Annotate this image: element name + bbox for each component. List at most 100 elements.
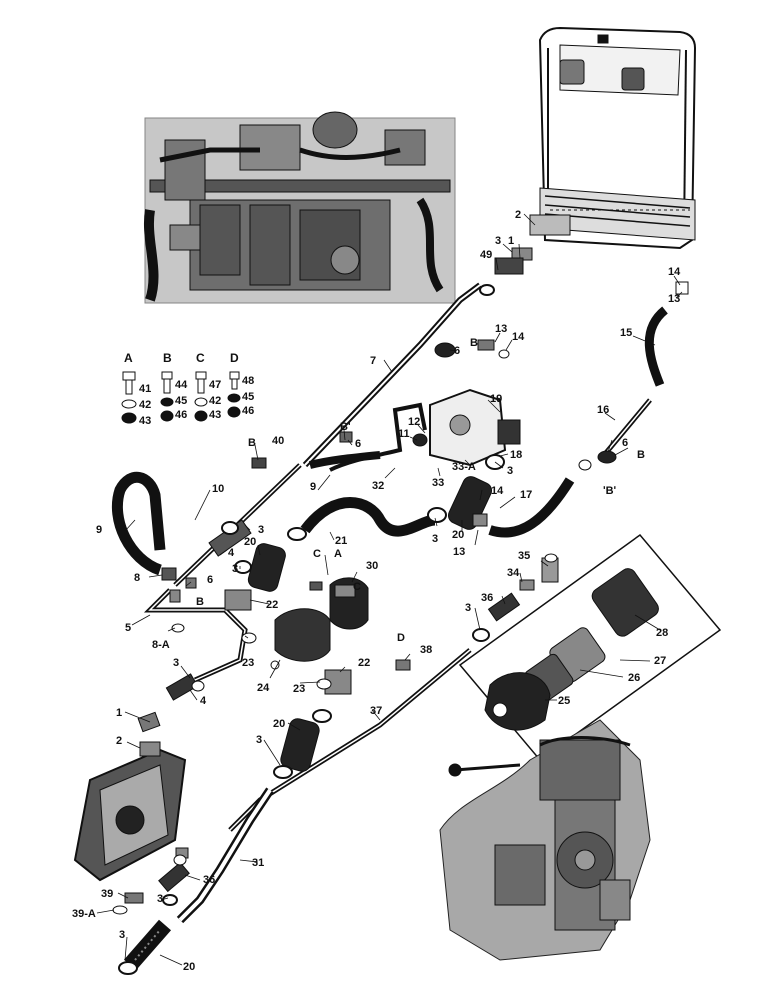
hardware-group-d: D 48 45 46 xyxy=(227,351,254,418)
label-20-b: 20 xyxy=(452,529,464,541)
label-b-d: ʹBʹ xyxy=(603,485,617,497)
leader-lines xyxy=(96,213,683,966)
pump-housing xyxy=(73,711,187,882)
filter-inset xyxy=(458,533,722,762)
label-20-a: 20 xyxy=(244,536,256,548)
bottom-hose-group xyxy=(112,847,190,975)
radiator xyxy=(529,26,697,250)
upper-hose-group xyxy=(300,247,689,538)
label-3-h: 3 xyxy=(256,734,262,746)
callout-labels: 2 1 3 49 14 13 15 7 13 14 6 B 19 16 12 1… xyxy=(72,209,681,973)
label-b-a: B xyxy=(470,337,478,349)
label-6-b: 6 xyxy=(355,438,361,450)
label-3-d: 3 xyxy=(432,533,438,545)
hardware-group-b: B 44 45 46 xyxy=(160,351,188,422)
label-19: 19 xyxy=(490,393,502,405)
part-number-45-d: 45 xyxy=(242,391,254,403)
label-13-a: 13 xyxy=(668,293,680,305)
label-3-i: 3 xyxy=(157,893,163,905)
label-b-e: B xyxy=(637,449,645,461)
label-34: 34 xyxy=(507,567,520,579)
label-31: 31 xyxy=(252,857,264,869)
part-number-43-c: 43 xyxy=(209,409,221,421)
label-35: 35 xyxy=(518,550,530,562)
label-6-c: 6 xyxy=(622,437,628,449)
part-number-43: 43 xyxy=(139,415,151,427)
label-7: 7 xyxy=(370,355,376,367)
label-a-a: A xyxy=(334,548,342,560)
label-b-prime: Bʹ xyxy=(340,421,351,433)
label-20-d: 20 xyxy=(183,961,195,973)
part-number-44: 44 xyxy=(175,379,188,391)
label-17: 17 xyxy=(520,489,532,501)
label-14-c: 14 xyxy=(491,485,504,497)
label-49: 49 xyxy=(480,249,492,261)
label-c-b: C xyxy=(353,581,361,593)
label-38: 38 xyxy=(420,644,432,656)
part-number-45: 45 xyxy=(175,395,187,407)
label-9-b: 9 xyxy=(96,524,102,536)
label-32: 32 xyxy=(372,480,384,492)
label-28: 28 xyxy=(656,627,668,639)
label-b-c: B xyxy=(248,437,256,449)
label-9-a: 9 xyxy=(310,481,316,493)
label-6-a: 6 xyxy=(454,345,460,357)
engine-bottom-photo xyxy=(439,719,651,961)
label-20-c: 20 xyxy=(273,718,285,730)
group-letter-b: B xyxy=(163,351,172,365)
label-39-a: 39-A xyxy=(72,908,96,920)
label-6-d: 6 xyxy=(207,574,213,586)
group-letter-d: D xyxy=(230,351,239,365)
water-pump xyxy=(429,388,521,467)
group-letter-a: A xyxy=(124,351,133,365)
label-13-c: 13 xyxy=(453,546,465,558)
label-3-c: 3 xyxy=(258,524,264,536)
label-b-f: B xyxy=(196,596,204,608)
label-12: 12 xyxy=(408,416,420,428)
label-2-b: 2 xyxy=(116,735,122,747)
label-1-a: 1 xyxy=(508,235,514,247)
label-10: 10 xyxy=(212,483,224,495)
label-3-j: 3 xyxy=(119,929,125,941)
part-number-42: 42 xyxy=(139,399,151,411)
group-letter-c: C xyxy=(196,351,205,365)
label-d: D xyxy=(397,632,405,644)
label-11: 11 xyxy=(398,428,410,440)
hardware-group-a: A 41 42 43 xyxy=(121,351,151,427)
label-33-a: 33-A xyxy=(452,461,476,473)
label-8: 8 xyxy=(134,572,140,584)
label-18: 18 xyxy=(510,449,522,461)
label-3-f: 3 xyxy=(465,602,471,614)
label-22-a: 22 xyxy=(266,599,278,611)
label-37: 37 xyxy=(370,705,382,717)
label-33: 33 xyxy=(432,477,444,489)
label-24: 24 xyxy=(257,682,270,694)
label-21: 21 xyxy=(335,535,347,547)
label-3-b: 3 xyxy=(507,465,513,477)
label-c-a: C xyxy=(313,548,321,560)
label-26: 26 xyxy=(628,672,640,684)
part-number-47: 47 xyxy=(209,379,221,391)
label-14-a: 14 xyxy=(668,266,681,278)
label-27: 27 xyxy=(654,655,666,667)
label-4-a: 4 xyxy=(228,547,235,559)
label-3-a: 3 xyxy=(495,235,501,247)
label-3-e: 3 xyxy=(232,563,238,575)
label-25: 25 xyxy=(558,695,570,707)
part-number-46-d: 46 xyxy=(242,405,254,417)
engine-top-photo xyxy=(142,111,462,307)
label-4-b: 4 xyxy=(200,695,207,707)
label-8-a: 8-A xyxy=(152,639,170,651)
label-23-b: 23 xyxy=(293,683,305,695)
label-2-a: 2 xyxy=(515,209,521,221)
hardware-group-c: C 47 42 43 xyxy=(194,351,221,422)
label-15: 15 xyxy=(620,327,632,339)
part-number-46: 46 xyxy=(175,409,187,421)
label-3-g: 3 xyxy=(173,657,179,669)
label-16: 16 xyxy=(597,404,609,416)
label-40: 40 xyxy=(272,435,284,447)
hardware-groups: A 41 42 43 B 44 45 46 C 47 42 xyxy=(121,351,254,427)
part-number-48: 48 xyxy=(242,375,254,387)
label-30: 30 xyxy=(366,560,378,572)
